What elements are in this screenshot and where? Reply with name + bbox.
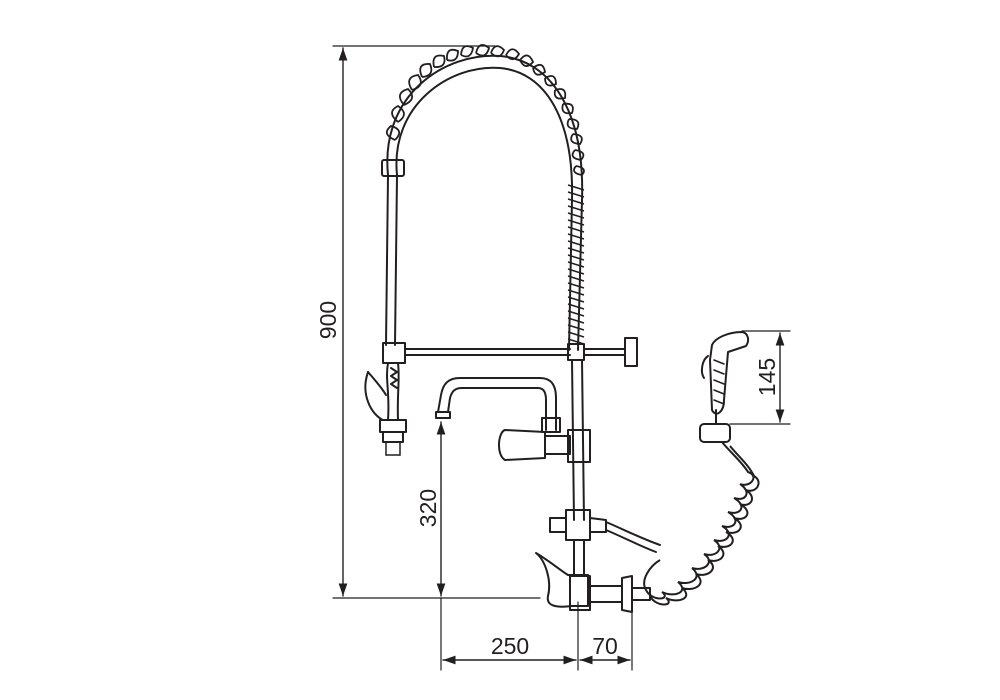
spout-valve (498, 429, 591, 463)
dimension-horizontal: 250 70 (440, 597, 633, 671)
pre-rinse-spray-head (364, 362, 407, 456)
spout-outer (437, 377, 557, 431)
arc-tube-outer (386, 54, 584, 351)
arc-clip (381, 159, 405, 177)
hose-left-outer (385, 175, 389, 346)
dimension-label-70: 70 (592, 633, 618, 659)
lower-tee (549, 509, 661, 576)
arm-end-knob (624, 337, 638, 367)
dimension-handshower: 145 (729, 330, 791, 425)
mixer-lever (535, 552, 589, 608)
dimension-overall-height: 900 (315, 45, 541, 599)
spout-outlet (435, 411, 451, 419)
spray-nozzle (382, 431, 404, 443)
spout-collar (541, 417, 561, 433)
dimension-label-145: 145 (754, 358, 780, 396)
wall-connector (631, 587, 651, 601)
riser-right (581, 359, 585, 521)
mixer-cartridge (569, 575, 591, 611)
handshower-hose-start-a (605, 521, 661, 546)
spring-coils (385, 44, 585, 176)
valve-handle (498, 429, 546, 461)
pre-rinse-arc (381, 44, 585, 351)
handshower-hose-start-b (605, 529, 657, 553)
handshower-trigger (700, 355, 709, 379)
tee-right-nipple (589, 517, 607, 533)
coiled-hose (643, 441, 760, 606)
valve-tee (567, 429, 591, 463)
dimension-label-250: 250 (491, 633, 529, 659)
riser-spring (567, 184, 585, 345)
handshower-holder (699, 423, 731, 443)
valve-body (544, 435, 571, 455)
wall-flange (621, 575, 633, 613)
dimension-label-900: 900 (315, 301, 341, 339)
arm-joint (567, 343, 585, 361)
spray-coil-detail (390, 367, 398, 389)
handshower-grip (713, 359, 725, 405)
arm-holder (382, 342, 406, 364)
dimension-spout-height: 320 (415, 421, 446, 597)
support-arm (382, 337, 638, 367)
spray-nozzle-collar (379, 419, 407, 433)
swivel-spout (435, 377, 561, 433)
tee-body (565, 509, 591, 541)
spray-trigger (364, 371, 384, 421)
hose-left-inner (394, 175, 398, 346)
handshower (699, 331, 750, 443)
dimension-label-320: 320 (415, 489, 441, 527)
mixer-body (535, 552, 651, 613)
spray-trigger-inner (367, 371, 387, 396)
tee-left-cap (549, 517, 567, 533)
riser-pipe (571, 359, 585, 521)
riser-left (571, 359, 575, 521)
spout-inner (447, 387, 547, 431)
arc-tube-inner (395, 66, 574, 351)
